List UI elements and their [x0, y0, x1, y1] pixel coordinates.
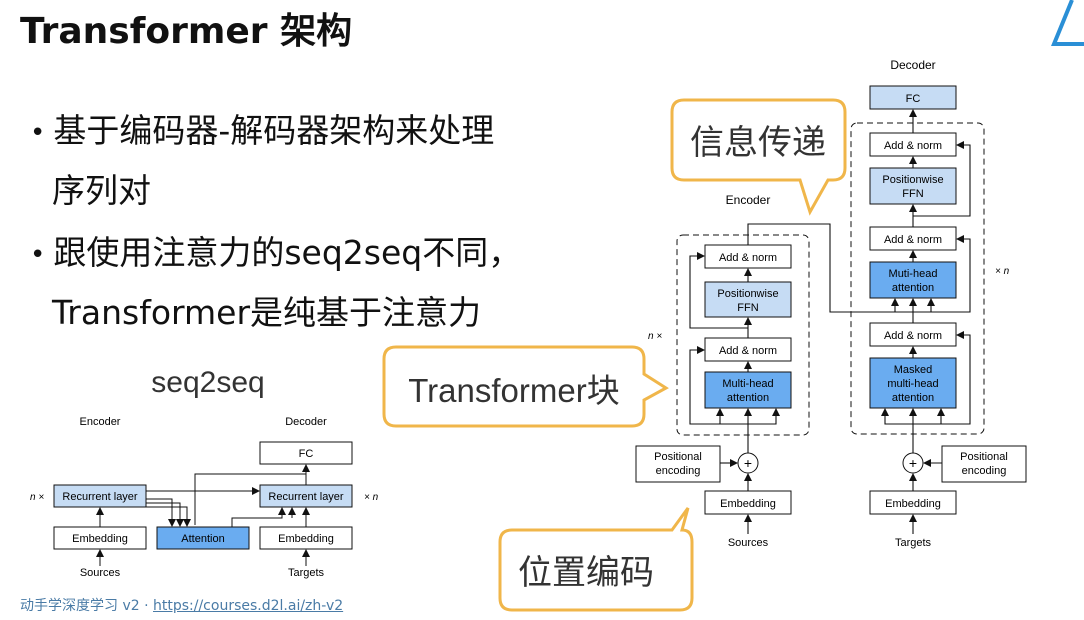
enc-n-label: n ×: [648, 331, 662, 342]
logo-icon: [1051, 0, 1084, 46]
enc-plus-label: +: [744, 455, 752, 471]
enc-ffn-line2: FFN: [737, 302, 758, 314]
s2s-encoder-label: Encoder: [80, 416, 121, 428]
s2s-arrows: [96, 464, 310, 566]
s2s-fc-label: FC: [299, 448, 314, 460]
bullet-1: •基于编码器-解码器架构来处理 序列对: [30, 102, 494, 220]
dec-pos-box: [941, 445, 1027, 483]
bullet-2-line-1: 跟使用注意力的seq2seq不同，: [53, 233, 522, 272]
dec-ffn-line1: Positionwise: [882, 174, 943, 186]
dec-n-label: × n: [995, 266, 1010, 277]
callout-block-bubble: [382, 345, 669, 428]
callout-info-text: 信息传递: [690, 124, 826, 162]
callout-info-bubble: [670, 98, 847, 216]
bullet-2: •跟使用注意力的seq2seq不同， Transformer是纯基于注意力: [30, 224, 521, 342]
dec-pos-line2: encoding: [962, 465, 1007, 477]
enc-addnorm-top-label: Add & norm: [719, 252, 777, 264]
encoder-block-border: [676, 234, 810, 436]
enc-addnorm-bottom-label: Add & norm: [719, 345, 777, 357]
dec-mha-line1: Muti-head: [889, 268, 938, 280]
dec-targets-label: Targets: [895, 537, 932, 549]
dec-plus-label: +: [909, 455, 917, 471]
enc-mha-box: [704, 371, 792, 409]
seq2seq-title: seq2seq: [151, 366, 264, 399]
enc-pos-box: [635, 445, 721, 483]
s2s-sources-label: Sources: [80, 567, 121, 579]
bullet-1-line-2: 序列对: [52, 170, 151, 210]
enc-sources-label: Sources: [728, 537, 769, 549]
enc-ffn-box: [704, 281, 792, 318]
decoder-block-border: [850, 122, 985, 435]
s2s-attention-box: [156, 526, 250, 550]
slide-title: Transformer 架构: [20, 11, 353, 52]
s2s-n-right: × n: [364, 492, 379, 503]
dec-masked-box: [869, 357, 957, 409]
callout-block-text: Transformer块: [408, 372, 619, 409]
s2s-attention-label: Attention: [181, 533, 224, 545]
enc-mha-line2: attention: [727, 392, 769, 404]
enc-ffn-line1: Positionwise: [717, 288, 778, 300]
bullet-dot: •: [30, 117, 46, 148]
dec-addnorm-3-label: Add & norm: [884, 330, 942, 342]
bullet-dot: •: [30, 239, 46, 270]
enc-label: Encoder: [726, 193, 771, 207]
footer-text: 动手学深度学习 v2 ·: [20, 598, 153, 614]
dec-ffn-line2: FFN: [902, 188, 923, 200]
dec-ffn-box: [869, 167, 957, 205]
dec-masked-line2: multi-head: [887, 378, 938, 390]
s2s-dec-recurrent-label: Recurrent layer: [268, 491, 344, 503]
dec-pos-line1: Positional: [960, 451, 1008, 463]
callout-position-bubble: [498, 507, 694, 612]
s2s-targets-label: Targets: [288, 567, 325, 579]
dec-mha-box: [869, 261, 957, 299]
transformer-arrows: [689, 109, 971, 534]
enc-embedding-label: Embedding: [720, 498, 776, 510]
enc-mha-line1: Multi-head: [722, 378, 773, 390]
callout-position-text: 位置编码: [518, 554, 654, 592]
dec-label: Decoder: [890, 58, 935, 72]
dec-masked-line1: Masked: [894, 364, 933, 376]
enc-pos-line1: Positional: [654, 451, 702, 463]
s2s-dec-embedding-label: Embedding: [278, 533, 334, 545]
s2s-n-left: n ×: [30, 492, 44, 503]
dec-mha-line2: attention: [892, 282, 934, 294]
dec-fc-label: FC: [906, 93, 921, 105]
s2s-enc-embedding-label: Embedding: [72, 533, 128, 545]
s2s-enc-recurrent-label: Recurrent layer: [62, 491, 138, 503]
dec-addnorm-1-label: Add & norm: [884, 140, 942, 152]
footer: 动手学深度学习 v2 · https://courses.d2l.ai/zh-v…: [20, 595, 343, 615]
s2s-decoder-label: Decoder: [285, 416, 327, 428]
bullet-2-line-2: Transformer是纯基于注意力: [52, 292, 482, 332]
footer-link[interactable]: https://courses.d2l.ai/zh-v2: [153, 598, 344, 614]
dec-addnorm-2-label: Add & norm: [884, 234, 942, 246]
dec-masked-line3: attention: [892, 392, 934, 404]
enc-pos-line2: encoding: [656, 465, 701, 477]
bullet-1-line-1: 基于编码器-解码器架构来处理: [53, 111, 495, 150]
dec-embedding-label: Embedding: [885, 498, 941, 510]
